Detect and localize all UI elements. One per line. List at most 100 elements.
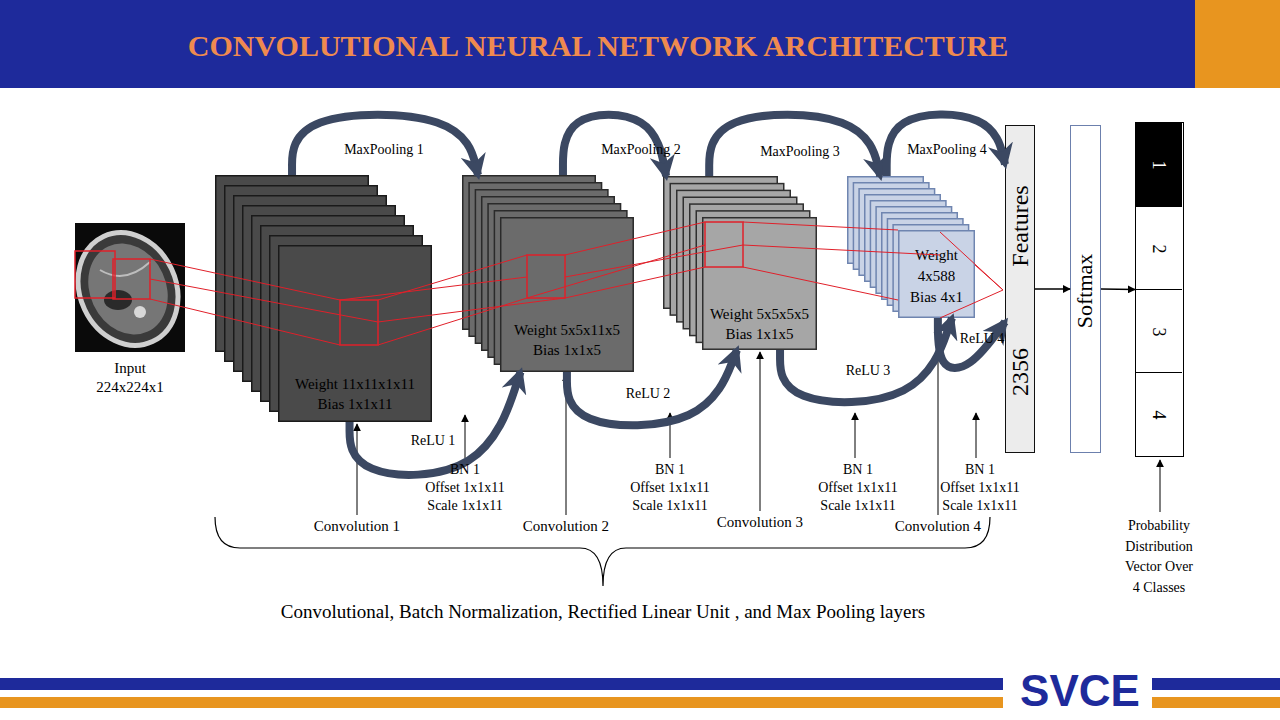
layer-bias: Bias 4x1 [898, 287, 975, 308]
layer-weight: Weight 4x588 [907, 245, 967, 287]
projection-line [743, 245, 940, 255]
edge-label: ReLU 3 [846, 363, 891, 379]
footer-band [1152, 678, 1280, 690]
mri-tumor [134, 306, 146, 318]
projection-line [378, 298, 527, 345]
projection-line [150, 299, 340, 345]
projection-line [940, 232, 1003, 290]
projection-line [565, 222, 705, 255]
layer-name: Convolution 3 [717, 513, 803, 531]
feature-bar: Features2356 [1005, 125, 1035, 453]
conv-layer-stack: Weight 11x11x1x11Bias 1x1x11 [215, 175, 432, 422]
pooling-arrow [709, 115, 880, 176]
receptive-field [113, 259, 150, 299]
logo-text: SVCE [1020, 664, 1140, 717]
class-index: 4 [1150, 410, 1168, 419]
leader-arrow [357, 424, 358, 515]
layer-weight: Weight 5x5x11x5 [500, 320, 634, 340]
feature-count: 2356 [1008, 348, 1032, 396]
softmax-bar: Softmax [1070, 125, 1101, 453]
projection-line [150, 259, 340, 300]
footer-band [1152, 697, 1280, 708]
edge-label: ReLU 4 [960, 331, 1005, 347]
bn-name: BN 1 [965, 461, 995, 478]
bn-offset: Offset 1x1x11 [940, 479, 1020, 496]
class-index: 1 [1150, 160, 1168, 169]
conv-layer-stack: Weight 5x5x5x5Bias 1x1x5 [663, 176, 817, 350]
mri-image [75, 223, 185, 352]
bn-name: BN 1 [843, 461, 873, 478]
receptive-field [75, 251, 115, 298]
class-cell: 2 [1136, 206, 1182, 289]
layer-bracket [215, 517, 990, 586]
bar-label: Softmax [1074, 254, 1096, 329]
class-cell: 3 [1136, 289, 1182, 372]
pooling-arrow [292, 115, 478, 175]
receptive-field [340, 300, 378, 345]
feature-map [899, 231, 975, 318]
projection-line [565, 267, 705, 298]
relu-arrow [938, 318, 1005, 368]
slide-title: CONVOLUTIONAL NEURAL NETWORK ARCHITECTUR… [188, 29, 1008, 63]
layer-weight: Weight 11x11x1x11 [278, 374, 432, 394]
edge-label: ReLU 1 [411, 433, 456, 449]
feature-map [703, 218, 817, 349]
mri-skull [60, 216, 196, 362]
layer-bias: Bias 1x1x5 [702, 324, 817, 344]
footer-band [0, 697, 1003, 708]
bn-scale: Scale 1x1x11 [427, 497, 502, 514]
projection-line [150, 279, 378, 322]
layer-weight: Weight 5x5x5x5 [702, 304, 817, 324]
feature-map [501, 218, 633, 372]
mri-brain [74, 230, 183, 347]
layer-name: Convolution 2 [523, 517, 609, 535]
receptive-field [527, 255, 565, 298]
layer-bias: Bias 1x1x11 [278, 394, 432, 414]
vector-caption: Probability Distribution Vector Over 4 C… [1122, 516, 1197, 598]
mri-ventricle [104, 290, 132, 310]
class-cell: 4 [1136, 372, 1182, 455]
layer-stack [663, 176, 817, 350]
leader-arrow [566, 374, 567, 515]
leader-arrow [465, 415, 466, 458]
bn-scale: Scale 1x1x11 [942, 497, 1017, 514]
layer-name: Convolution 1 [314, 517, 400, 535]
projection-line [378, 298, 565, 322]
conv-layer-stack: Weight 4x588Bias 4x1 [847, 176, 975, 318]
receptive-field [705, 222, 743, 267]
header-band [0, 0, 1195, 88]
relu-arrow [567, 350, 737, 425]
bracket-note: Convolutional, Batch Normalization, Rect… [281, 600, 925, 623]
leader-arrow [976, 413, 977, 458]
relu-arrow [780, 318, 952, 402]
flow-arrow [1101, 288, 1135, 290]
bn-offset: Offset 1x1x11 [630, 479, 710, 496]
edge-label: MaxPooling 3 [760, 144, 840, 160]
projection-line [565, 245, 743, 277]
footer-band [0, 678, 1003, 690]
projection-line [743, 267, 898, 300]
bn-offset: Offset 1x1x11 [425, 479, 505, 496]
bn-name: BN 1 [450, 461, 480, 478]
bn-scale: Scale 1x1x11 [820, 497, 895, 514]
bn-name: BN 1 [655, 461, 685, 478]
projection-line [340, 277, 527, 300]
projection-line [527, 245, 705, 298]
header-accent [1195, 0, 1280, 88]
edge-label: MaxPooling 4 [907, 142, 987, 158]
flow-arrow [1035, 288, 1070, 289]
leader-arrow [855, 413, 856, 458]
output-vector: Probability Distribution Vector Over 4 C… [1135, 122, 1184, 457]
projection-line [743, 222, 898, 230]
leader-arrow [670, 413, 671, 458]
pooling-arrow [887, 114, 1005, 176]
projection-line [975, 265, 1003, 290]
input-label: Input 224x224x1 [93, 359, 168, 397]
edge-label: MaxPooling 2 [601, 142, 681, 158]
bn-scale: Scale 1x1x11 [632, 497, 707, 514]
class-cell: 1 [1136, 123, 1182, 206]
relu-arrow [350, 372, 521, 475]
edge-label: MaxPooling 1 [344, 142, 424, 158]
input-image: Input 224x224x1 [75, 223, 185, 352]
mri-fold [100, 262, 150, 276]
